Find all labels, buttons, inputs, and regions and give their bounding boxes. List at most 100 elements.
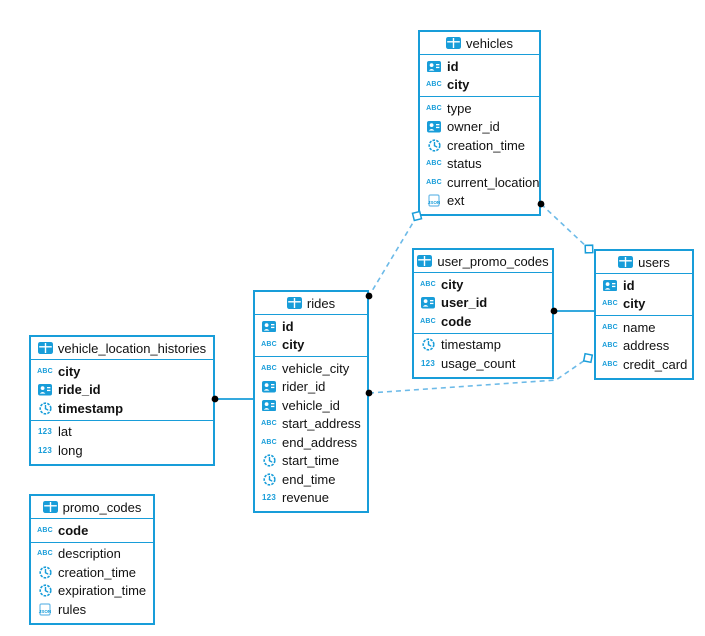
field-row-expiration_time[interactable]: expiration_time	[31, 582, 153, 601]
table-grid-icon	[37, 342, 53, 354]
field-row-city[interactable]: ABC city	[31, 362, 213, 381]
table-header[interactable]: vehicle_location_histories	[31, 337, 213, 360]
abc-text-icon: ABC	[420, 280, 436, 288]
table-vehicles[interactable]: vehicles id ABC city ABC type owner_id c…	[418, 30, 541, 216]
field-row-city[interactable]: ABC city	[414, 275, 552, 294]
field-row-code[interactable]: ABC code	[31, 521, 153, 540]
field-row-owner_id[interactable]: owner_id	[420, 118, 539, 137]
field-row-long[interactable]: 123 long	[31, 441, 213, 460]
field-row-start_time[interactable]: start_time	[255, 452, 367, 471]
field-row-id[interactable]: id	[596, 276, 692, 295]
field-row-start_address[interactable]: ABC start_address	[255, 415, 367, 434]
field-row-rules[interactable]: JSON rules	[31, 600, 153, 619]
field-name: city	[58, 363, 81, 379]
abc-text-icon: ABC	[602, 342, 618, 350]
id-badge-icon	[36, 384, 54, 396]
table-header[interactable]: users	[596, 251, 692, 274]
field-name: credit_card	[623, 356, 688, 372]
table-title: users	[638, 254, 670, 270]
field-row-credit_card[interactable]: ABC credit_card	[596, 355, 692, 374]
abc-text-icon: ABC	[261, 438, 277, 446]
field-name: address	[623, 338, 670, 354]
table-header[interactable]: rides	[255, 292, 367, 315]
field-row-timestamp[interactable]: timestamp	[414, 336, 552, 355]
field-row-ext[interactable]: JSON ext	[420, 192, 539, 211]
fields-section: ABC type owner_id creation_time ABC stat…	[420, 97, 539, 214]
id-badge-icon	[260, 381, 278, 393]
fields-section: 123 lat 123 long	[31, 421, 213, 464]
field-name: timestamp	[58, 400, 124, 416]
field-name: end_time	[282, 471, 336, 487]
key-fields-section: ABC city ride_id timestamp	[31, 360, 213, 421]
field-name: id	[623, 277, 635, 293]
table-header[interactable]: vehicles	[420, 32, 539, 55]
id-badge-icon	[425, 121, 443, 133]
field-row-vehicle_id[interactable]: vehicle_id	[255, 396, 367, 415]
field-name: city	[447, 77, 470, 93]
field-row-city[interactable]: ABC city	[255, 336, 367, 355]
field-row-id[interactable]: id	[420, 57, 539, 76]
table-grid-icon	[618, 256, 634, 268]
field-row-end_address[interactable]: ABC end_address	[255, 433, 367, 452]
field-row-creation_time[interactable]: creation_time	[31, 563, 153, 582]
clock-icon	[260, 473, 278, 486]
relationship-rides-vehicles	[368, 215, 418, 297]
field-name: vehicle_city	[282, 360, 350, 376]
abc-text-icon: ABC	[261, 364, 277, 372]
field-row-status[interactable]: ABC status	[420, 155, 539, 174]
svg-text:JSON: JSON	[428, 200, 441, 205]
table-header[interactable]: user_promo_codes	[414, 250, 552, 273]
field-name: expiration_time	[58, 583, 147, 599]
field-row-city[interactable]: ABC city	[420, 76, 539, 95]
fields-section: timestamp 123 usage_count	[414, 334, 552, 377]
field-name: city	[441, 276, 464, 292]
field-row-usage_count[interactable]: 123 usage_count	[414, 354, 552, 373]
id-badge-icon	[425, 60, 443, 72]
table-users[interactable]: users id ABC city ABC name ABC address A…	[594, 249, 694, 380]
field-name: type	[447, 100, 472, 116]
table-promo_codes[interactable]: promo_codes ABC code ABC description cre…	[29, 494, 155, 625]
field-name: creation_time	[58, 564, 137, 580]
field-row-vehicle_city[interactable]: ABC vehicle_city	[255, 359, 367, 378]
clock-icon	[425, 139, 443, 152]
table-header[interactable]: promo_codes	[31, 496, 153, 519]
field-row-rider_id[interactable]: rider_id	[255, 378, 367, 397]
field-row-ride_id[interactable]: ride_id	[31, 381, 213, 400]
field-row-type[interactable]: ABC type	[420, 99, 539, 118]
field-row-user_id[interactable]: user_id	[414, 294, 552, 313]
table-title: vehicles	[466, 35, 513, 51]
abc-text-icon: ABC	[426, 104, 442, 112]
field-row-city[interactable]: ABC city	[596, 295, 692, 314]
field-row-description[interactable]: ABC description	[31, 545, 153, 564]
table-vehicle_location_histories[interactable]: vehicle_location_histories ABC city ride…	[29, 335, 215, 466]
clock-icon	[36, 584, 54, 597]
table-user_promo_codes[interactable]: user_promo_codes ABC city user_id ABC co…	[412, 248, 554, 379]
field-row-name[interactable]: ABC name	[596, 318, 692, 337]
table-title: user_promo_codes	[437, 253, 549, 269]
num-123-icon: 123	[262, 493, 276, 503]
field-name: vehicle_id	[282, 397, 340, 413]
field-row-revenue[interactable]: 123 revenue	[255, 489, 367, 508]
one-side-diamond-marker	[582, 352, 594, 364]
field-name: timestamp	[441, 337, 501, 353]
field-name: code	[441, 313, 472, 329]
table-title: vehicle_location_histories	[57, 340, 207, 356]
abc-text-icon: ABC	[602, 360, 618, 368]
field-name: ride_id	[58, 382, 101, 398]
field-name: end_address	[282, 434, 358, 450]
field-name: start_address	[282, 416, 361, 432]
fields-section: ABC description creation_time expiration…	[31, 543, 153, 623]
field-row-code[interactable]: ABC code	[414, 312, 552, 331]
field-row-end_time[interactable]: end_time	[255, 470, 367, 489]
table-title: rides	[306, 295, 336, 311]
key-fields-section: id ABC city	[420, 55, 539, 97]
field-row-address[interactable]: ABC address	[596, 337, 692, 356]
field-row-timestamp[interactable]: timestamp	[31, 399, 213, 418]
field-row-current_location[interactable]: ABC current_location	[420, 173, 539, 192]
num-123-icon: 123	[421, 358, 435, 368]
clock-icon	[419, 338, 437, 351]
field-row-lat[interactable]: 123 lat	[31, 423, 213, 442]
field-row-id[interactable]: id	[255, 317, 367, 336]
table-rides[interactable]: rides id ABC city ABC vehicle_city rider…	[253, 290, 369, 513]
field-row-creation_time[interactable]: creation_time	[420, 136, 539, 155]
